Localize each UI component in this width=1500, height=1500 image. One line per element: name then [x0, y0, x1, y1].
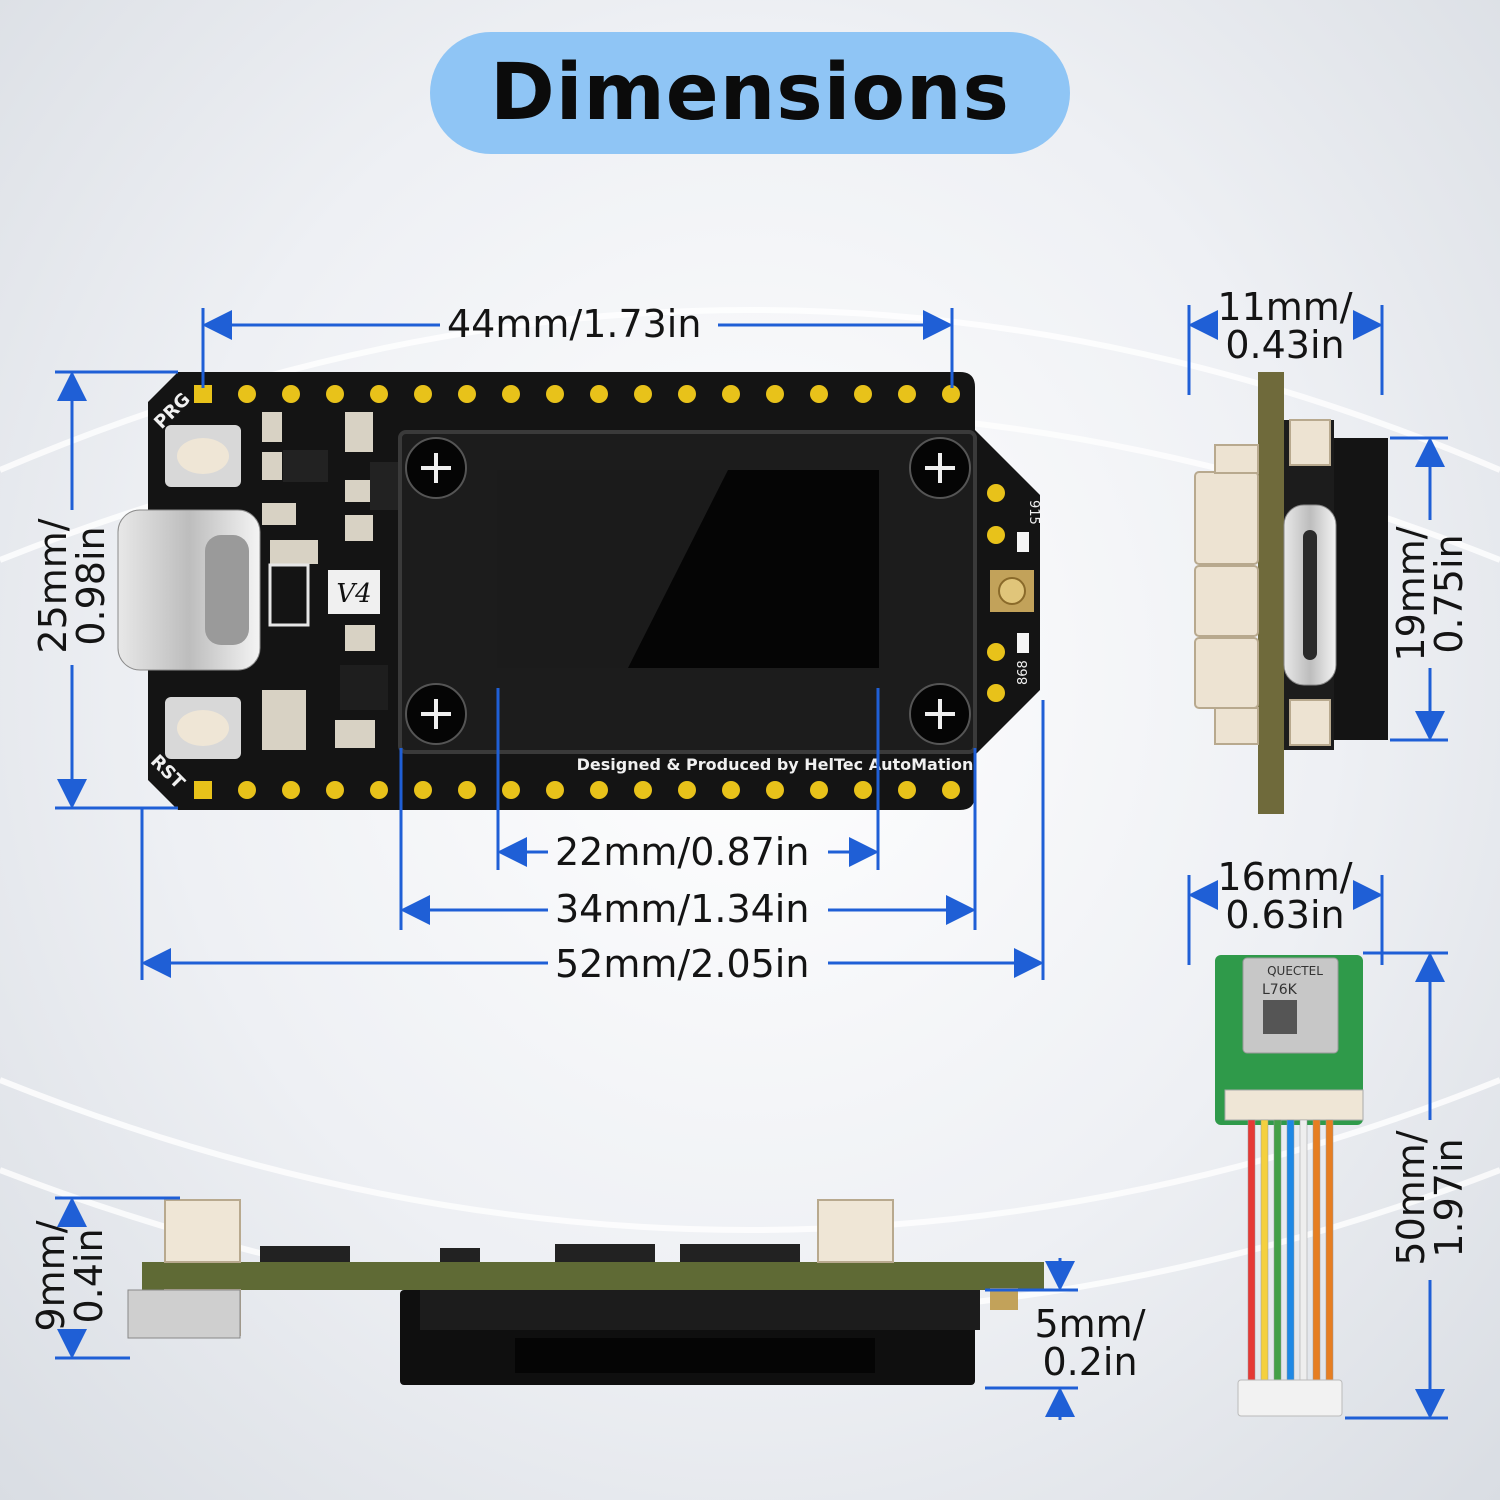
- pin-pad: [942, 385, 960, 403]
- gps-cable: [1247, 1119, 1334, 1383]
- cable-wire: [1273, 1119, 1282, 1383]
- pin-pad: [942, 781, 960, 799]
- pin-pad: [458, 385, 476, 403]
- dim-gps-width-in: 0.63in: [1225, 893, 1345, 937]
- pin-pad: [678, 781, 696, 799]
- dim-gps-length-mm: 50mm/: [1389, 1130, 1433, 1266]
- dim-left-height-in: 0.98in: [69, 526, 113, 646]
- pin-pad: [282, 781, 300, 799]
- pin-pad: [810, 385, 828, 403]
- pin-pad: [766, 385, 784, 403]
- cable-wire: [1299, 1119, 1308, 1383]
- pin-pad: [854, 781, 872, 799]
- pin-header-top: [194, 385, 960, 403]
- cable-wire: [1325, 1119, 1334, 1383]
- gps-module: QUECTEL L76K: [1215, 955, 1364, 1417]
- pin-pad: [238, 385, 256, 403]
- pin-pad: [414, 385, 432, 403]
- version-box: [328, 570, 380, 614]
- gps-chip-brand: QUECTEL: [1267, 964, 1323, 978]
- pin-pad: [854, 385, 872, 403]
- pin-pad: [238, 781, 256, 799]
- pin-pad: [326, 385, 344, 403]
- dim-left-height: 25mm/ 0.98in: [31, 496, 113, 676]
- heltec-board-top-view: V4 PRG RST 915 868 Designed &: [117, 372, 1041, 810]
- board-profile-view: [127, 1199, 1044, 1385]
- pin-pad: [502, 385, 520, 403]
- dim-gps-length-in: 1.97in: [1427, 1138, 1471, 1258]
- version-label: V4: [336, 579, 371, 609]
- pin-pad: [414, 781, 432, 799]
- pin-pad: [634, 781, 652, 799]
- board-side-view: [1194, 372, 1388, 814]
- dimension-lines: [55, 305, 1448, 1420]
- pin-pad: [590, 781, 608, 799]
- dim-side-height: 19mm/ 0.75in: [1389, 514, 1471, 674]
- dim-side-depth-mm: 11mm/: [1217, 285, 1353, 329]
- cable-wire: [1247, 1119, 1256, 1383]
- pin-pad: [810, 781, 828, 799]
- dim-display-thickness-in: 0.2in: [1042, 1340, 1138, 1384]
- pin-pad: [678, 385, 696, 403]
- pin-pad: [370, 781, 388, 799]
- pin-pad: [370, 385, 388, 403]
- pin-pad: [898, 781, 916, 799]
- dim-gps-width: 16mm/ 0.63in: [1205, 858, 1365, 934]
- label-915: 915: [1026, 500, 1041, 525]
- dim-display-thickness: 5mm/ 0.2in: [1015, 1305, 1165, 1381]
- gps-chip-model: L76K: [1262, 982, 1298, 998]
- cable-wire: [1286, 1119, 1295, 1383]
- pin-pad: [546, 781, 564, 799]
- dim-side-depth: 11mm/ 0.43in: [1205, 288, 1365, 364]
- pin-pad: [766, 781, 784, 799]
- dim-bottom-height-mm: 9mm/: [29, 1220, 73, 1332]
- pin-pad: [194, 781, 212, 799]
- dim-gps-length: 50mm/ 1.97in: [1389, 1118, 1471, 1278]
- pin-pad: [194, 385, 212, 403]
- dim-side-height-mm: 19mm/: [1389, 526, 1433, 662]
- dim-display-width: 34mm/1.34in: [555, 887, 810, 931]
- title-banner: Dimensions: [430, 32, 1070, 154]
- label-868: 868: [1016, 660, 1031, 685]
- page-title: Dimensions: [490, 48, 1010, 138]
- pin-pad: [546, 385, 564, 403]
- dim-left-height-mm: 25mm/: [31, 518, 75, 654]
- pin-pad: [898, 385, 916, 403]
- pin-pad: [722, 781, 740, 799]
- dim-side-height-in: 0.75in: [1427, 534, 1471, 654]
- dim-bottom-height-in: 0.4in: [67, 1228, 111, 1324]
- pin-pad: [634, 385, 652, 403]
- pin-pad: [282, 385, 300, 403]
- pin-header-bottom: [194, 781, 960, 799]
- pin-pad: [458, 781, 476, 799]
- cable-wire: [1260, 1119, 1269, 1383]
- dim-bottom-height: 9mm/ 0.4in: [29, 1201, 111, 1351]
- pin-pad: [722, 385, 740, 403]
- dim-total-length: 52mm/2.05in: [555, 942, 810, 986]
- dim-side-depth-in: 0.43in: [1225, 323, 1345, 367]
- dim-top-width: 44mm/1.73in: [447, 302, 702, 346]
- cable-wire: [1312, 1119, 1321, 1383]
- gps-qr: [1263, 1000, 1297, 1034]
- dim-screen-width: 22mm/0.87in: [555, 830, 810, 874]
- pin-pad: [502, 781, 520, 799]
- pin-pad: [326, 781, 344, 799]
- dim-gps-width-mm: 16mm/: [1217, 855, 1353, 899]
- dim-display-thickness-mm: 5mm/: [1034, 1302, 1146, 1346]
- pin-pad: [590, 385, 608, 403]
- brand-text: Designed & Produced by HelTec AutoMation: [577, 755, 974, 774]
